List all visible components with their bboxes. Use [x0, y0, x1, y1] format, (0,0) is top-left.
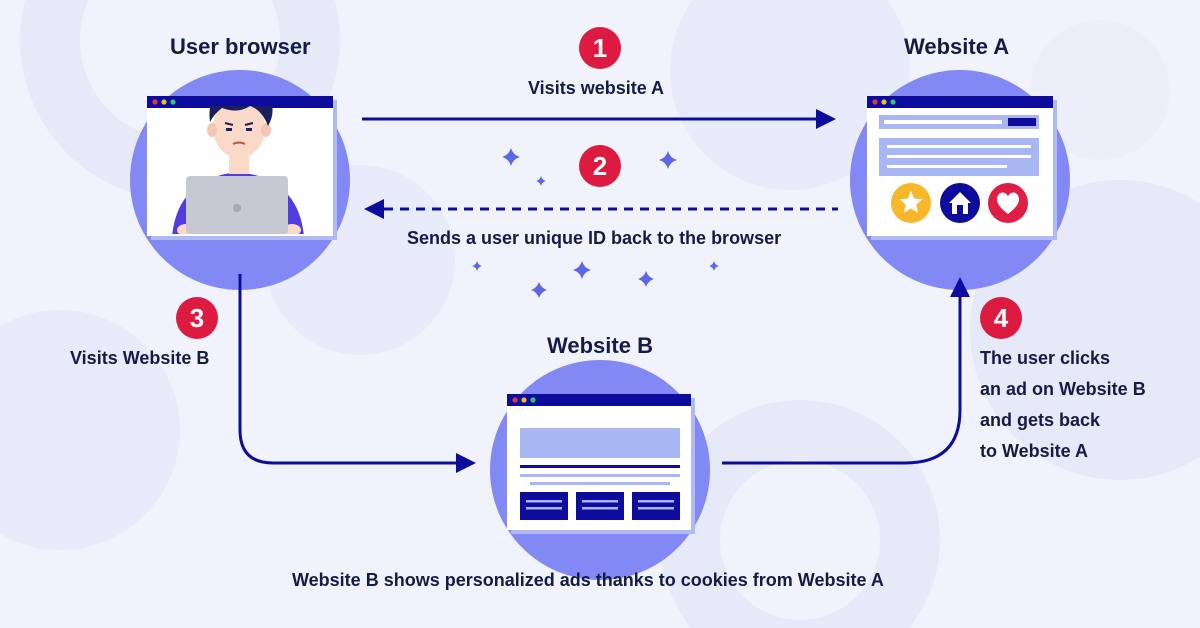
step-2-text: Sends a user unique ID back to the brows… — [407, 228, 782, 248]
step-4-line: to Website A — [980, 441, 1089, 461]
user-browser-title: User browser — [170, 34, 311, 59]
website-b-title: Website B — [547, 333, 653, 358]
step-3-text: Visits Website B — [70, 348, 210, 368]
diagram-caption: Website B shows personalized ads thanks … — [292, 570, 884, 590]
home-icon — [940, 183, 980, 223]
arrow-step-2 — [364, 199, 838, 219]
step-1-badge: 1 — [579, 27, 621, 69]
website-a-title: Website A — [904, 34, 1010, 59]
user-browser-window — [147, 96, 337, 240]
arrow-step-1 — [362, 109, 836, 129]
arrow-step-4 — [722, 277, 970, 465]
ad-blocks — [520, 492, 680, 520]
step-4-line: an ad on Website B — [980, 379, 1146, 399]
step-4-line: The user clicks — [980, 348, 1111, 368]
star-icon — [891, 183, 931, 223]
website-b-window — [507, 394, 695, 534]
heart-icon — [988, 183, 1028, 223]
step-4-badge: 4 — [980, 297, 1022, 339]
website-a-window — [867, 96, 1057, 240]
step-4-text: The user clicks an ad on Website B and g… — [980, 343, 1146, 467]
step-1-text: Visits website A — [528, 78, 665, 98]
step-3-badge: 3 — [176, 297, 218, 339]
user-avatar — [172, 106, 304, 234]
step-2-badge: 2 — [579, 145, 621, 187]
sparkle-icon — [472, 148, 719, 298]
step-4-line: and gets back — [980, 410, 1101, 430]
arrow-step-3 — [238, 274, 476, 473]
